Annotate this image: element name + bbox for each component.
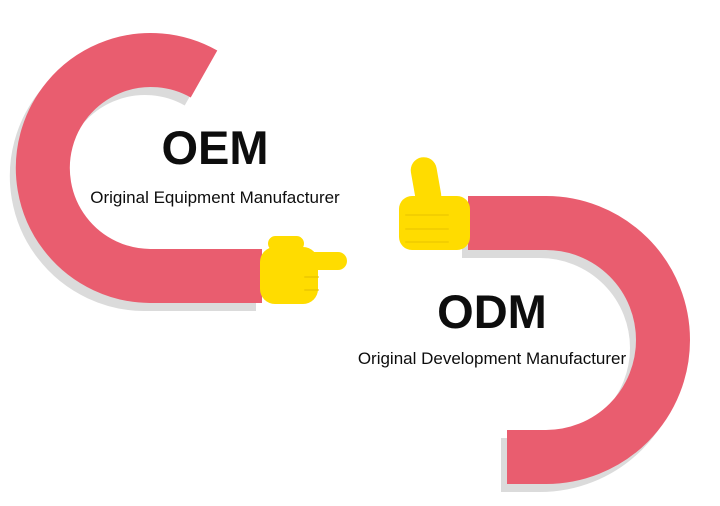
pointing-hand-finger-creases xyxy=(304,276,319,291)
odm-subtitle: Original Development Manufacturer xyxy=(357,349,627,368)
thumbs-up-thumb xyxy=(410,157,442,209)
oem-title: OEM xyxy=(161,121,269,174)
odm-title: ODM xyxy=(437,285,547,338)
oem-arm-shape xyxy=(15,33,262,303)
thumbs-up-finger-creases xyxy=(405,214,449,243)
pointing-right-hand-icon xyxy=(260,236,347,304)
pointing-hand-index-finger xyxy=(298,252,347,270)
odm-arm-shape xyxy=(468,196,690,484)
thumbs-up-hand-icon xyxy=(399,157,470,250)
thumbs-up-fist xyxy=(399,196,470,250)
oem-subtitle: Original Equipment Manufacturer xyxy=(90,188,340,207)
